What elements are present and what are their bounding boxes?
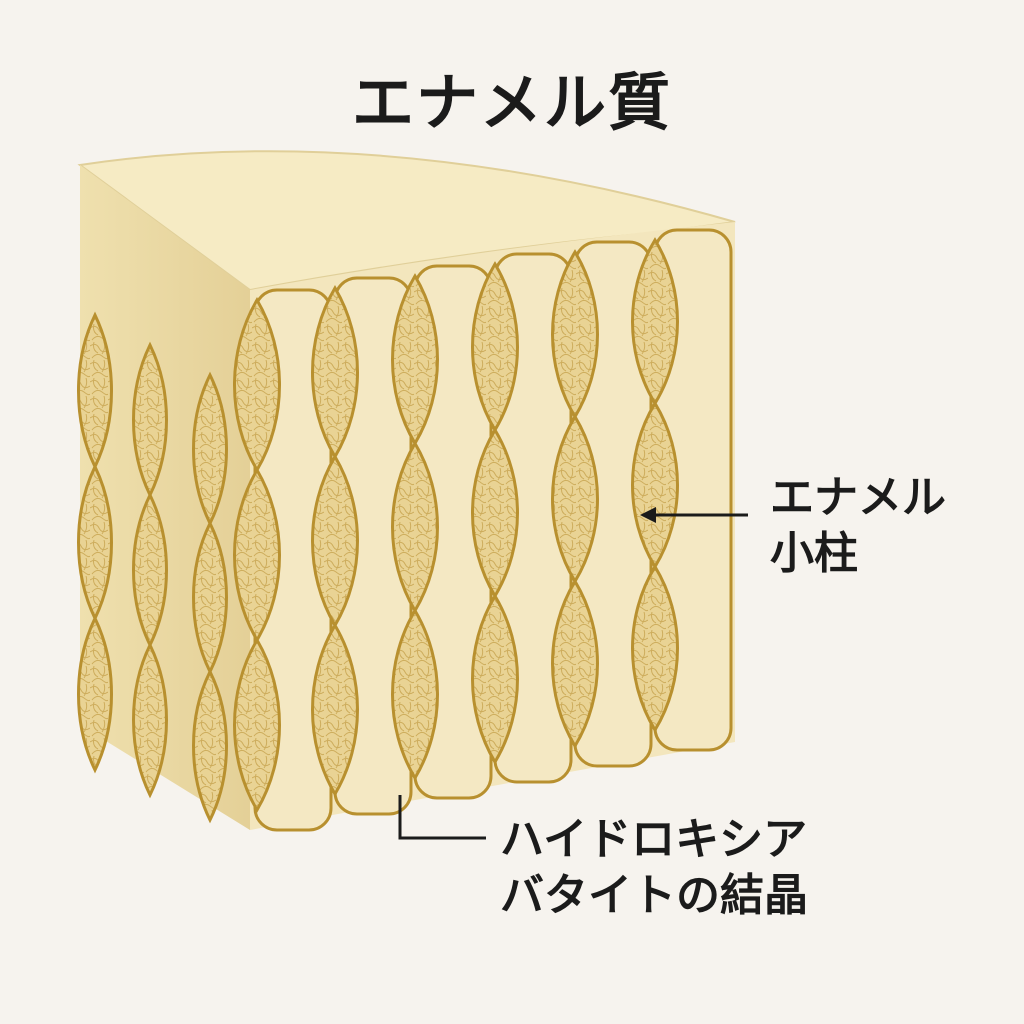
side-hydroxyapatite-crystal-region — [132, 341, 168, 799]
hydroxyapatite-crystal-region — [631, 237, 679, 733]
hydroxyapatite-crystal-region — [233, 297, 281, 813]
enamel-rod-label: エナメル 小柱 — [770, 470, 946, 582]
crystal-pointer-line — [398, 795, 486, 840]
side-hydroxyapatite-crystal-region — [77, 311, 113, 774]
enamel-top-surface — [77, 150, 736, 292]
diagram-title: エナメル質 — [351, 66, 672, 139]
enamel-rod-label-line2: 小柱 — [770, 528, 858, 579]
enamel-rod-pointer-arrow — [640, 507, 656, 523]
hydroxyapatite-crystal-region — [391, 273, 439, 781]
hydroxyapatite-label-line1: ハイドロキシア — [500, 814, 808, 865]
enamel-rod-label-line1: エナメル — [770, 472, 946, 523]
hydroxyapatite-label: ハイドロキシア バタイトの結晶 — [500, 812, 808, 924]
hydroxyapatite-label-line2: バタイトの結晶 — [500, 870, 808, 921]
hydroxyapatite-crystal-region — [471, 261, 519, 765]
side-hydroxyapatite-crystal-region — [192, 371, 228, 824]
hydroxyapatite-crystal-region — [551, 249, 599, 749]
hydroxyapatite-crystal-region — [311, 285, 359, 797]
